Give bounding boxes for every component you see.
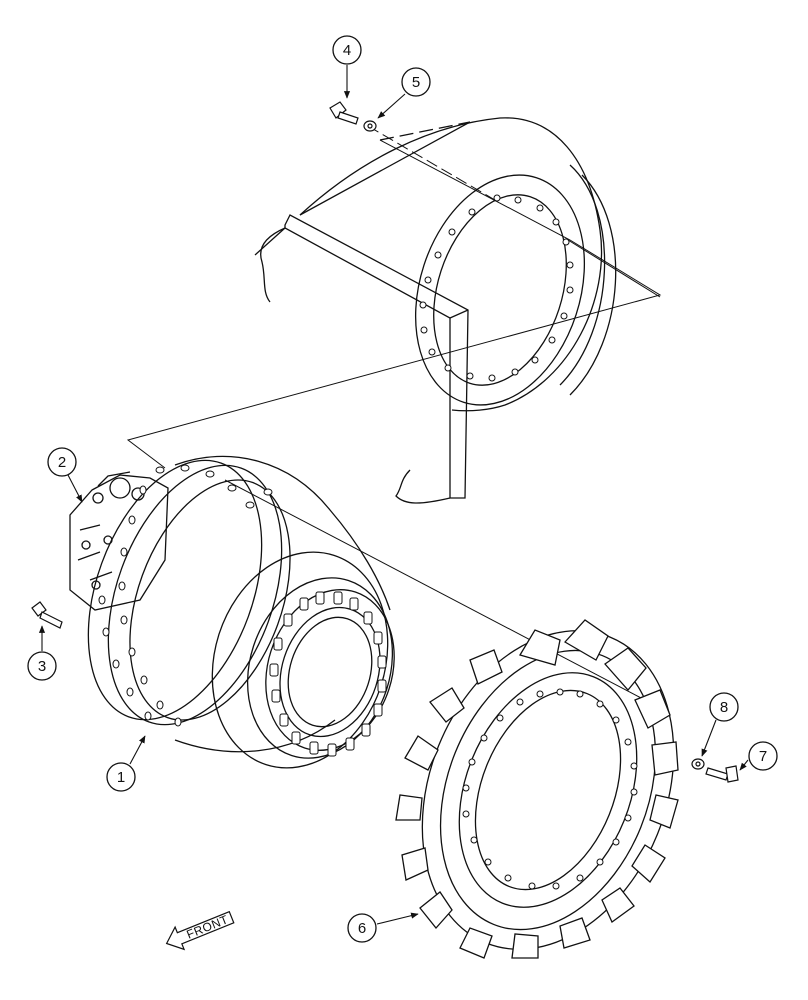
washer-8 xyxy=(691,758,705,770)
callout-2: 2 xyxy=(47,447,83,503)
svg-text:3: 3 xyxy=(38,658,46,675)
sprocket xyxy=(421,630,675,950)
sprocket-bolt-holes xyxy=(462,688,638,890)
svg-text:2: 2 xyxy=(58,454,66,471)
bolt-4 xyxy=(329,101,359,125)
svg-text:6: 6 xyxy=(358,920,366,937)
front-direction-arrow: FRONT xyxy=(165,910,235,951)
svg-text:5: 5 xyxy=(412,74,420,91)
svg-text:4: 4 xyxy=(343,42,351,59)
callout-4: 4 xyxy=(332,35,362,99)
callout-3: 3 xyxy=(27,625,57,681)
svg-text:7: 7 xyxy=(759,748,767,765)
mount-ring-bolt-holes xyxy=(419,194,574,382)
bolt-7 xyxy=(705,765,739,783)
motor-flange-bolt-holes xyxy=(98,464,273,727)
sprocket-teeth xyxy=(395,619,679,959)
callout-6: 6 xyxy=(347,912,419,943)
callout-5: 5 xyxy=(377,67,431,119)
callout-7: 7 xyxy=(739,741,778,771)
front-label: FRONT xyxy=(184,912,230,941)
assembly-leader-lines xyxy=(126,125,662,701)
svg-text:8: 8 xyxy=(720,699,728,716)
washer-5 xyxy=(363,120,377,132)
callout-1: 1 xyxy=(106,735,146,792)
track-frame-mount xyxy=(254,117,617,504)
motor-hub-teeth xyxy=(269,591,387,757)
callout-8: 8 xyxy=(701,692,739,757)
bolt-3 xyxy=(31,601,63,629)
svg-text:1: 1 xyxy=(117,769,125,786)
